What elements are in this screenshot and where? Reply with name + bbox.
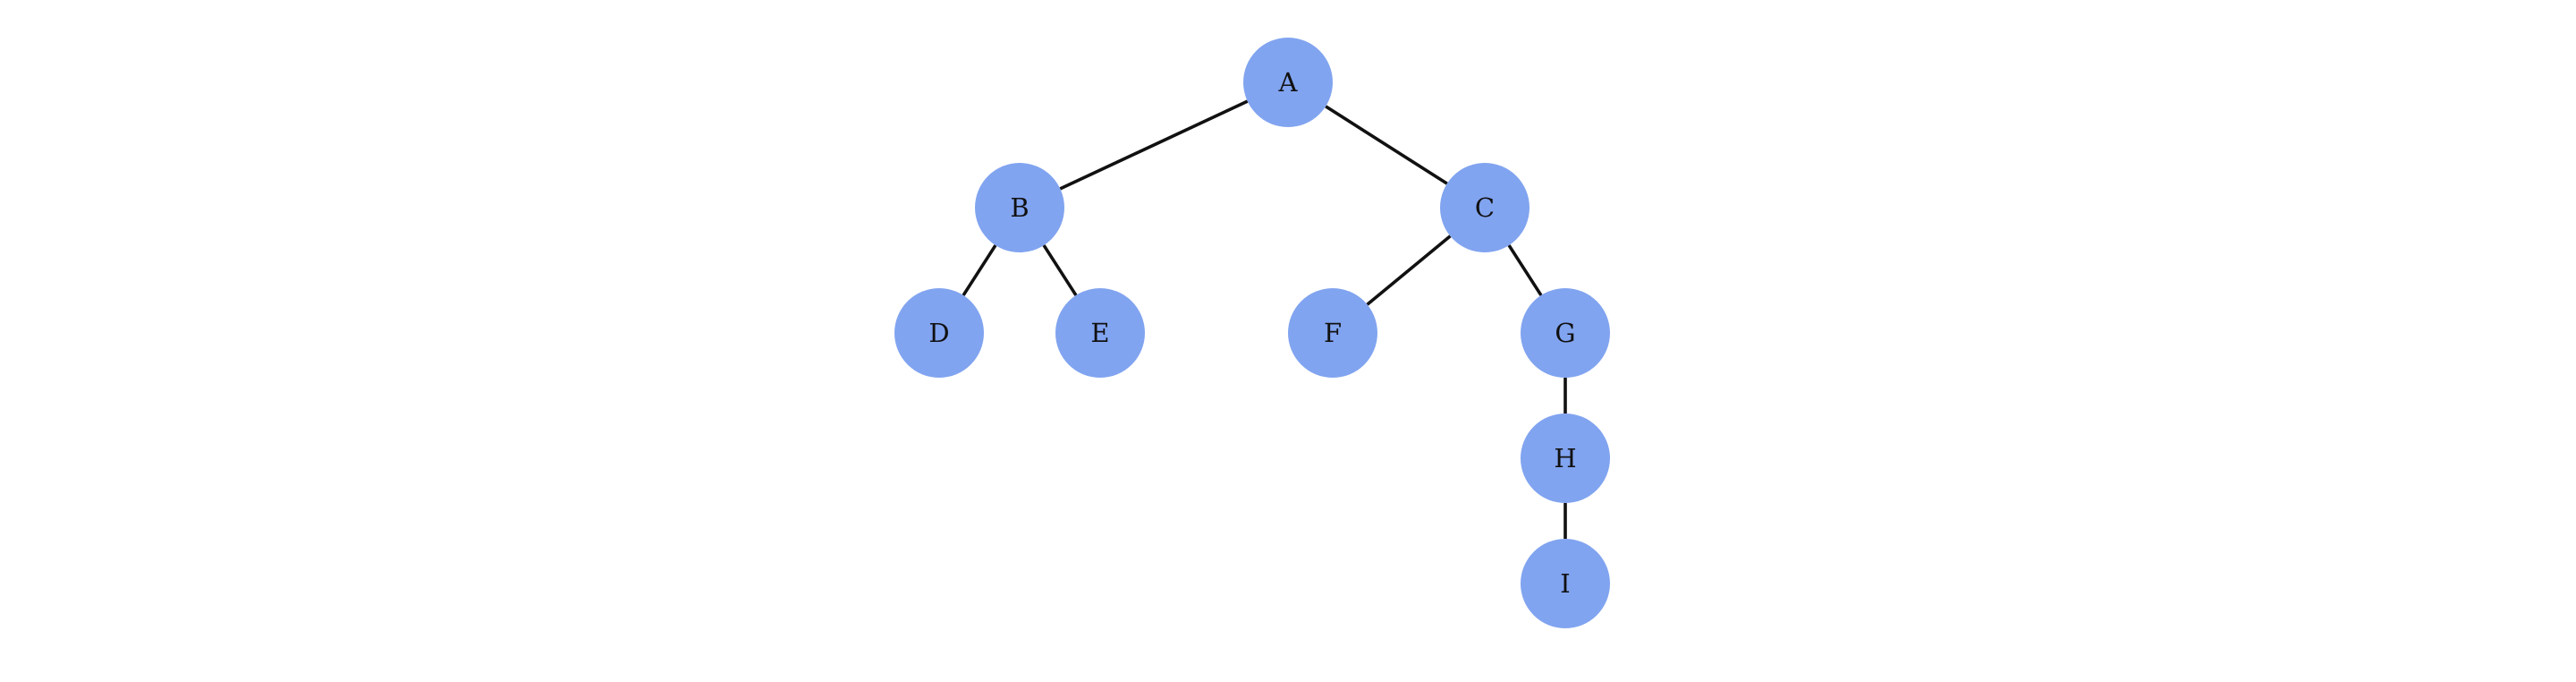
edge-b-d [962,244,997,296]
node-circle [1521,288,1610,378]
node-a: A [1243,38,1333,127]
node-label: D [928,318,949,348]
edge-a-c [1325,105,1448,185]
edge-c-g [1507,244,1543,296]
edge-a-b [1059,99,1249,191]
node-label: G [1555,318,1575,348]
node-label: C [1475,192,1495,223]
node-g: G [1521,288,1610,378]
nodes-layer: A B C D E F G H I [894,38,1610,628]
node-circle [1521,539,1610,628]
node-h: H [1521,413,1610,503]
node-c: C [1440,163,1530,252]
node-label: E [1090,318,1109,348]
edge-c-f [1366,234,1452,306]
node-label: B [1010,192,1029,223]
node-circle [1243,38,1333,127]
node-circle [1288,288,1377,378]
node-e: E [1055,288,1145,378]
node-circle [894,288,984,378]
node-circle [975,163,1064,252]
node-label: H [1554,443,1576,473]
edge-b-e [1042,244,1078,296]
node-label: F [1324,318,1342,348]
node-circle [1521,413,1610,503]
node-circle [1055,288,1145,378]
edges-layer [962,99,1567,539]
node-d: D [894,288,984,378]
node-b: B [975,163,1064,252]
node-circle [1440,163,1530,252]
node-label: A [1278,67,1299,98]
node-f: F [1288,288,1377,378]
node-i: I [1521,539,1610,628]
node-label: I [1560,568,1570,599]
